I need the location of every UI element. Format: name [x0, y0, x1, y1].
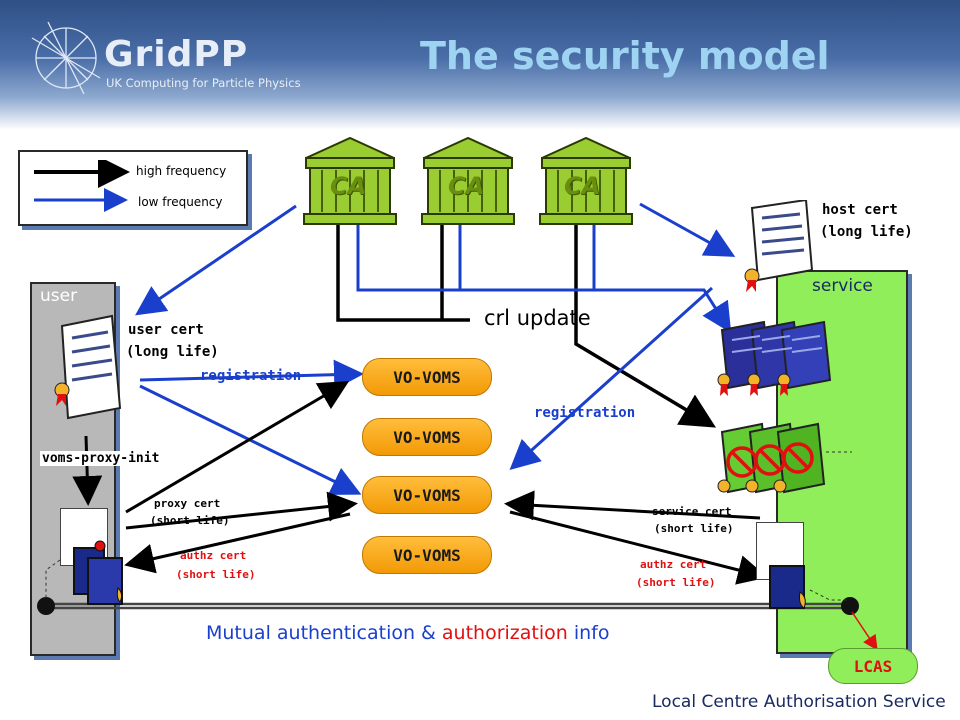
crl-update-label: crl update [484, 306, 591, 330]
mutual-auth-part2: authorization [441, 622, 568, 644]
vo-voms-server-4: VO-VOMS [362, 536, 492, 574]
service-token-icon [769, 565, 806, 609]
footer-caption: Local Centre Authorisation Service [652, 692, 946, 712]
vo-voms-server-3: VO-VOMS [362, 476, 492, 514]
mutual-auth-part3: info [567, 622, 610, 644]
legend-box [18, 150, 248, 226]
ca-label-3: CA [564, 172, 601, 200]
user-token-icon [73, 540, 123, 605]
user-cert-icon [54, 314, 122, 420]
proxy-cert-life-label: (short life) [150, 514, 230, 527]
ca-label-2: CA [448, 172, 485, 200]
user-cert-label: user cert [128, 322, 204, 338]
mutual-auth-label: Mutual authentication & authorization in… [206, 622, 610, 644]
proxy-cert-label: proxy cert [154, 497, 221, 510]
gridpp-logo-icon [31, 21, 101, 95]
authz-cert-left-life-label: (short life) [176, 568, 256, 581]
header-banner [0, 0, 960, 130]
service-cert-label: service cert [652, 505, 732, 518]
revoked-certs-icon [717, 422, 826, 494]
service-panel-label: service [812, 276, 873, 296]
logo-wordmark: GridPP [104, 34, 249, 75]
registration-right-label: registration [534, 405, 636, 421]
registration-left-label: registration [200, 368, 302, 384]
page-title: The security model [420, 34, 830, 78]
legend-low-label: low frequency [138, 195, 223, 209]
service-cert-life-label: (short life) [654, 522, 734, 535]
ca-label-1: CA [330, 172, 367, 200]
legend-high-label: high frequency [136, 164, 227, 178]
authz-cert-right-label: authz cert [640, 558, 707, 571]
host-cert-label: host cert [822, 202, 898, 218]
user-cert-life-label: (long life) [126, 344, 219, 360]
lcas-badge: LCAS [828, 648, 918, 684]
host-cert-life-label: (long life) [820, 224, 913, 240]
authz-cert-right-life-label: (short life) [636, 576, 716, 589]
authz-cert-left-label: authz cert [180, 549, 247, 562]
mutual-auth-part1: Mutual authentication & [206, 622, 442, 644]
service-host-certs-icon [717, 320, 832, 396]
voms-proxy-init-command: voms-proxy-init [40, 451, 162, 466]
ca-building-icon [303, 136, 397, 225]
ca-building-icon [539, 136, 633, 225]
vo-voms-server-1: VO-VOMS [362, 358, 492, 396]
logo-subtitle: UK Computing for Particle Physics [106, 76, 301, 90]
vo-voms-server-2: VO-VOMS [362, 418, 492, 456]
user-panel-label: user [40, 286, 78, 306]
legend-arrows [34, 160, 130, 212]
ca-building-icon [421, 136, 515, 225]
host-cert-icon [744, 200, 814, 292]
